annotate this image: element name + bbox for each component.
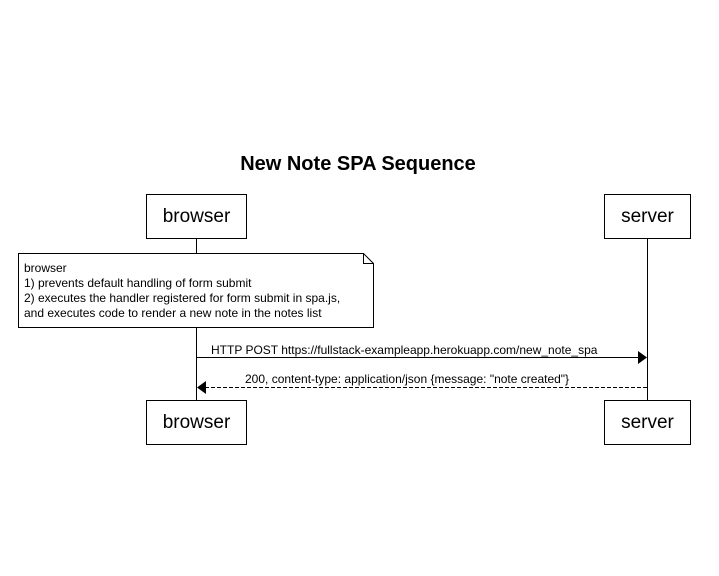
response-message-label: 200, content-type: application/json {mes… <box>245 372 570 386</box>
post-message-label: HTTP POST https://fullstack-exampleapp.h… <box>211 343 598 357</box>
note-line: 1) prevents default handling of form sub… <box>24 276 252 290</box>
participant-server-top: server <box>604 194 691 239</box>
diagram-title: New Note SPA Sequence <box>240 153 476 175</box>
note-line: 2) executes the handler registered for f… <box>24 291 341 305</box>
post-arrowhead <box>638 351 647 364</box>
response-arrowhead <box>197 381 206 394</box>
note-text: browser 1) prevents default handling of … <box>24 261 340 321</box>
browser-note: browser 1) prevents default handling of … <box>18 253 374 328</box>
participant-browser-top: browser <box>146 194 247 239</box>
note-line: browser <box>24 261 67 275</box>
note-line: and executes code to render a new note i… <box>24 306 322 320</box>
participant-browser-bottom: browser <box>146 400 247 445</box>
participant-server-bottom: server <box>604 400 691 445</box>
note-shape <box>18 253 374 328</box>
server-lifeline <box>647 239 648 400</box>
